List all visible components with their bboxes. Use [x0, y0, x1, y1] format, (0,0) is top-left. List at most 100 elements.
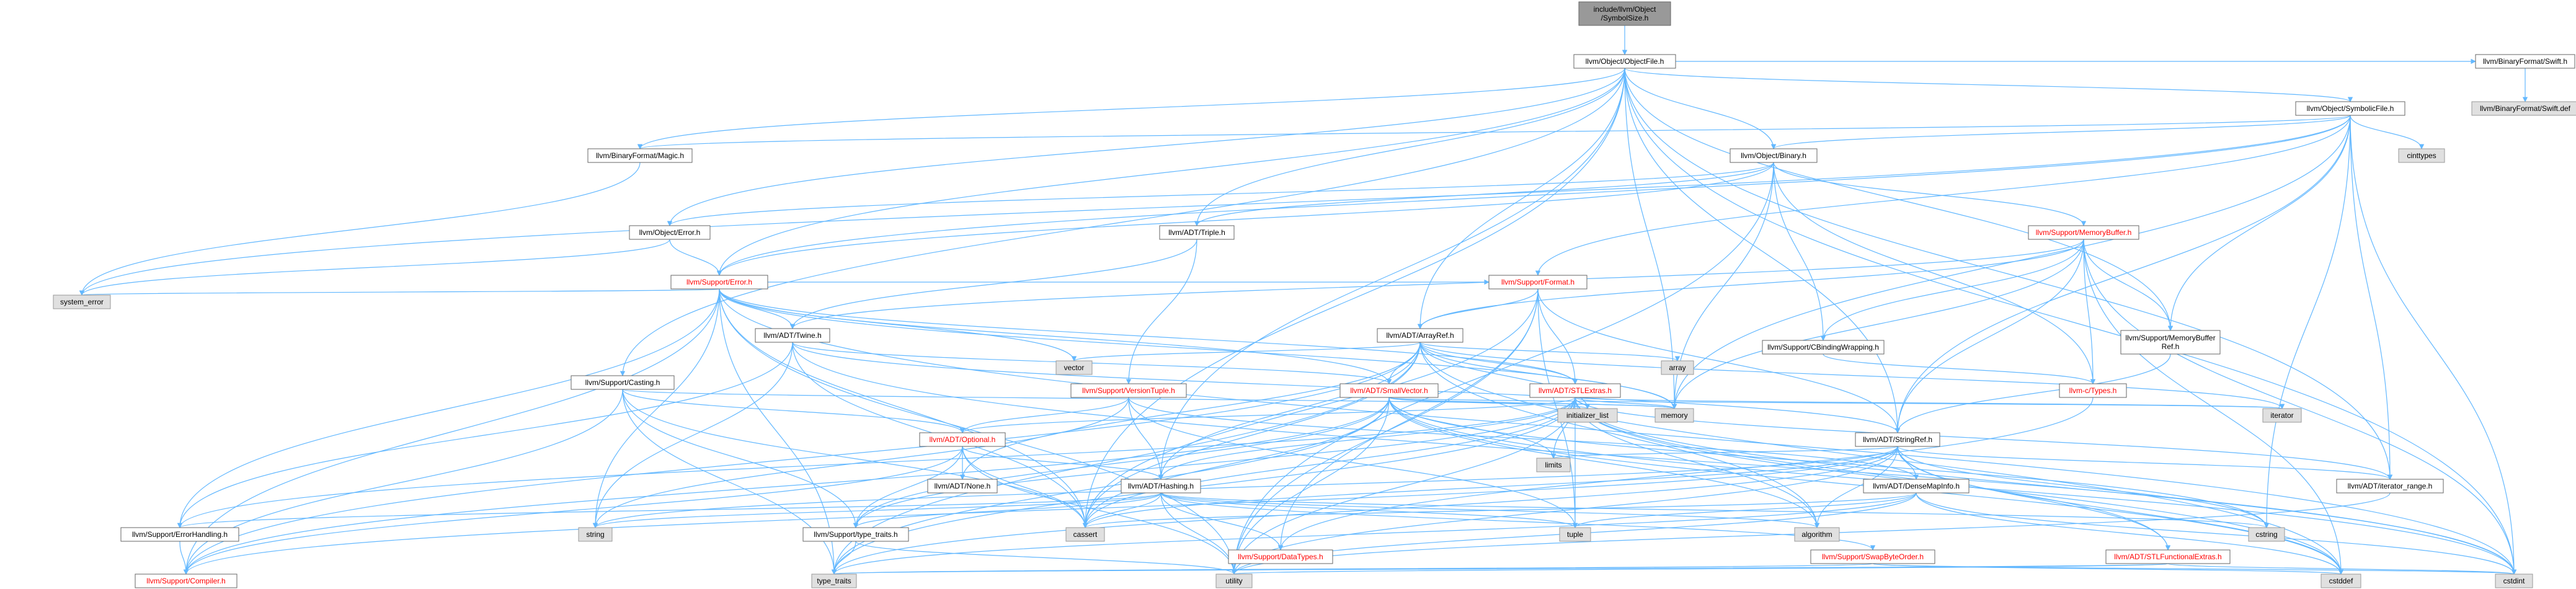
edge-objectfile-to-iterator_range	[1624, 68, 2393, 480]
node-errorhandling[interactable]: llvm/Support/ErrorHandling.h	[120, 527, 239, 542]
node-cbinding-label: llvm/Support/CBindingWrapping.h	[1767, 343, 1879, 352]
node-c_types[interactable]: llvm-c/Types.h	[2059, 383, 2127, 398]
node-twine[interactable]: llvm/ADT/Twine.h	[755, 328, 830, 343]
edge-symbolicfile-to-cinttypes	[2350, 115, 2425, 149]
edge-smallvector-to-type_traits_h	[853, 397, 1390, 528]
node-versiontuple-label: llvm/Support/VersionTuple.h	[1082, 386, 1175, 395]
node-system_error: system_error	[53, 294, 111, 309]
edge-stlextras-to-cstdint	[1574, 397, 2517, 575]
node-cbinding[interactable]: llvm/Support/CBindingWrapping.h	[1762, 340, 1885, 355]
edge-format-to-stlextras	[1537, 288, 1578, 384]
node-root-label: include/llvm/Object	[1594, 5, 1656, 14]
node-stringref-label: llvm/ADT/StringRef.h	[1863, 435, 1932, 444]
node-type_traits: type_traits	[811, 574, 857, 588]
node-optional[interactable]: llvm/ADT/Optional.h	[919, 432, 1006, 447]
edge-support_error-to-twine	[719, 288, 796, 329]
node-initializer_list-label: initializer_list	[1566, 411, 1609, 420]
node-datatypes[interactable]: llvm/Support/DataTypes.h	[1228, 549, 1333, 564]
edge-optional-to-type_traits_h	[853, 446, 963, 528]
node-memorybuffer-label: llvm/Support/MemoryBuffer.h	[2036, 228, 2132, 237]
node-stlfunctional[interactable]: llvm/ADT/STLFunctionalExtras.h	[2105, 549, 2231, 564]
edge-stringref-to-utility	[1231, 446, 1898, 575]
edge-objectfile-to-membufref	[1624, 68, 2174, 331]
edge-optional-to-compiler	[183, 446, 963, 575]
edge-smallvector-to-memory	[1388, 397, 1677, 409]
node-compiler[interactable]: llvm/Support/Compiler.h	[135, 574, 238, 588]
edge-symbolicfile-to-binary	[1771, 115, 2351, 149]
edge-stlextras-to-limits	[1550, 397, 1576, 459]
node-casting[interactable]: llvm/Support/Casting.h	[571, 375, 675, 390]
edge-stlfunctional-to-utility	[1232, 563, 2169, 575]
node-type_traits_h[interactable]: llvm/Support/type_traits.h	[802, 527, 909, 542]
edge-memorybuffer-to-c_types	[2083, 239, 2096, 384]
node-cstdint-label: cstdint	[2503, 577, 2525, 585]
edge-optional-to-utility	[962, 446, 1237, 575]
node-tuple-label: tuple	[1567, 530, 1583, 539]
edge-stlextras-to-type_traits_h	[853, 397, 1576, 528]
node-iterator_range[interactable]: llvm/ADT/iterator_range.h	[2336, 479, 2444, 494]
edge-hashing-to-tuple	[1160, 492, 1578, 528]
node-memory: memory	[1654, 408, 1694, 423]
node-string: string	[578, 527, 613, 542]
node-limits-label: limits	[1545, 461, 1561, 469]
edge-objectfile-to-casting	[620, 68, 1625, 376]
node-memory-label: memory	[1661, 411, 1687, 420]
node-objectfile[interactable]: llvm/Object/ObjectFile.h	[1573, 54, 1676, 69]
edge-versiontuple-to-string	[592, 397, 1129, 528]
node-iterator_range-label: llvm/ADT/iterator_range.h	[2348, 482, 2433, 490]
edge-arrayref-to-iterator	[1419, 342, 2285, 409]
node-obj_error-label: llvm/Object/Error.h	[639, 228, 701, 237]
node-bf_magic[interactable]: llvm/BinaryFormat/Magic.h	[587, 148, 693, 163]
edge-arrayref-to-algorithm	[1419, 342, 1820, 528]
node-string-label: string	[586, 530, 604, 539]
node-stringref[interactable]: llvm/ADT/StringRef.h	[1855, 432, 1940, 447]
node-arrayref[interactable]: llvm/ADT/ArrayRef.h	[1377, 328, 1463, 343]
edge-binary-to-triple	[1194, 162, 1774, 226]
node-cstddef: cstddef	[2321, 574, 2361, 588]
node-stlextras[interactable]: llvm/ADT/STLExtras.h	[1529, 383, 1621, 398]
edge-triple-to-twine	[789, 239, 1197, 329]
edge-symbolicfile-to-cstdint	[2350, 115, 2517, 575]
node-bf_swift[interactable]: llvm/BinaryFormat/Swift.h	[2475, 54, 2575, 69]
node-versiontuple[interactable]: llvm/Support/VersionTuple.h	[1070, 383, 1187, 398]
edge-symbolicfile-to-system_error	[79, 115, 2351, 296]
node-densemapinfo[interactable]: llvm/ADT/DenseMapInfo.h	[1863, 479, 1970, 494]
edge-smallvector-to-limits	[1388, 397, 1557, 459]
edge-stringref-to-string	[593, 446, 1898, 528]
edge-binary-to-c_types	[1773, 162, 2096, 384]
node-symbolicfile[interactable]: llvm/Object/SymbolicFile.h	[2295, 101, 2405, 116]
edge-stlfunctional-to-type_traits	[832, 563, 2169, 575]
edge-objectfile-to-binary	[1624, 68, 1777, 149]
node-binary[interactable]: llvm/Object/Binary.h	[1730, 148, 1818, 163]
edge-support_error-to-cassert	[719, 288, 1088, 528]
node-array: array	[1661, 360, 1694, 375]
edge-errorhandling-to-compiler	[179, 541, 189, 575]
edge-triple-to-versiontuple	[1126, 239, 1197, 384]
edge-support_error-to-string	[592, 288, 720, 528]
node-smallvector[interactable]: llvm/ADT/SmallVector.h	[1339, 383, 1439, 398]
node-optional-label: llvm/ADT/Optional.h	[930, 435, 996, 444]
edge-symbolicfile-to-cstring	[2263, 115, 2351, 528]
node-hashing[interactable]: llvm/ADT/Hashing.h	[1121, 479, 1201, 494]
edge-memorybuffer-to-cstddef	[2083, 239, 2344, 575]
node-bf_swift-label: llvm/BinaryFormat/Swift.h	[2483, 57, 2567, 66]
edge-smallvector-to-compiler	[183, 397, 1390, 575]
node-none[interactable]: llvm/ADT/None.h	[927, 479, 998, 494]
node-support_error[interactable]: llvm/Support/Error.h	[670, 275, 768, 290]
node-obj_error[interactable]: llvm/Object/Error.h	[629, 225, 711, 240]
node-cstring-label: cstring	[2255, 530, 2277, 539]
edge-stlextras-to-iterator	[1574, 397, 2285, 409]
node-triple[interactable]: llvm/ADT/Triple.h	[1159, 225, 1235, 240]
edge-binary-to-obj_error	[667, 162, 1774, 226]
edge-hashing-to-cassert	[1082, 492, 1161, 528]
node-system_error-label: system_error	[60, 298, 104, 306]
node-cinttypes-label: cinttypes	[2407, 151, 2436, 160]
edge-arrayref-to-stlextras	[1419, 342, 1578, 384]
node-vector: vector	[1055, 360, 1093, 375]
node-memorybuffer[interactable]: llvm/Support/MemoryBuffer.h	[2028, 225, 2139, 240]
node-root[interactable]: include/llvm/Object/SymbolSize.h	[1578, 1, 1671, 26]
node-swapbyteorder[interactable]: llvm/Support/SwapByteOrder.h	[1810, 549, 1935, 564]
edge-objectfile-to-hashing	[1158, 68, 1625, 480]
node-format[interactable]: llvm/Support/Format.h	[1488, 275, 1588, 290]
